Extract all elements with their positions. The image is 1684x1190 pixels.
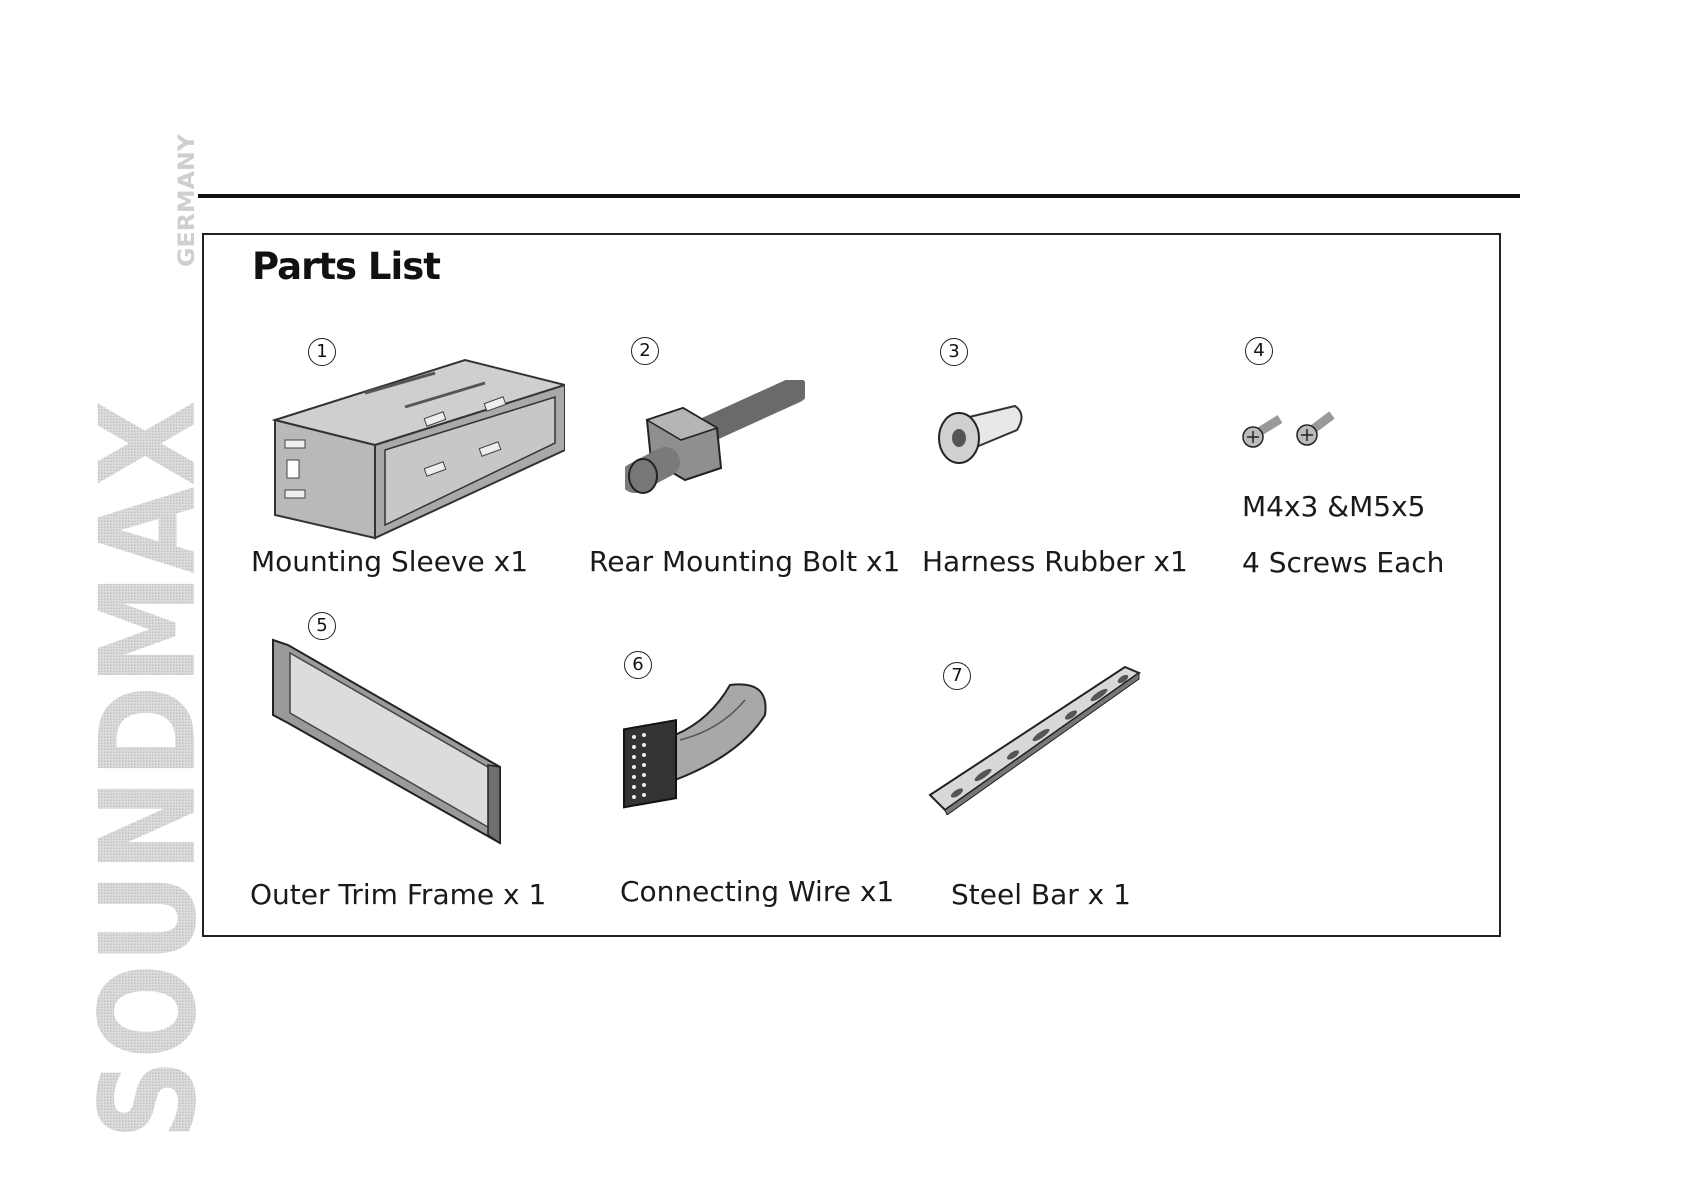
steel-bar-icon [928,665,1142,815]
part-number-badge: 3 [940,338,968,366]
part-number-badge: 1 [308,338,336,366]
mounting-sleeve-icon [271,358,565,540]
brand-country: GERMANY [175,133,200,267]
parts-list-box [202,233,1501,937]
brand-watermark: SOUNDMAX GERMANY [96,133,206,1140]
part-label: Steel Bar x 1 [951,878,1131,911]
part-label-secondary: 4 Screws Each [1242,546,1445,579]
screws-icon [1242,411,1335,448]
part-number-badge: 4 [1245,337,1273,365]
trim-frame-icon [272,638,501,845]
part-label: Connecting Wire x1 [620,875,895,908]
part-number-badge: 7 [943,662,971,690]
brand-name: SOUNDMAX [96,400,206,1140]
header-rule [198,194,1520,198]
mounting-bolt-icon [625,380,805,494]
harness-rubber-icon [938,404,1023,464]
part-label: Outer Trim Frame x 1 [250,878,547,911]
part-label: Mounting Sleeve x1 [251,545,529,578]
part-number-badge: 5 [308,612,336,640]
part-number-badge: 2 [631,337,659,365]
connecting-wire-icon [623,683,767,809]
part-label: Rear Mounting Bolt x1 [589,545,901,578]
part-label: M4x3 &M5x5 [1242,490,1426,523]
section-title: Parts List [252,245,441,288]
part-number-badge: 6 [624,651,652,679]
part-label: Harness Rubber x1 [922,545,1188,578]
